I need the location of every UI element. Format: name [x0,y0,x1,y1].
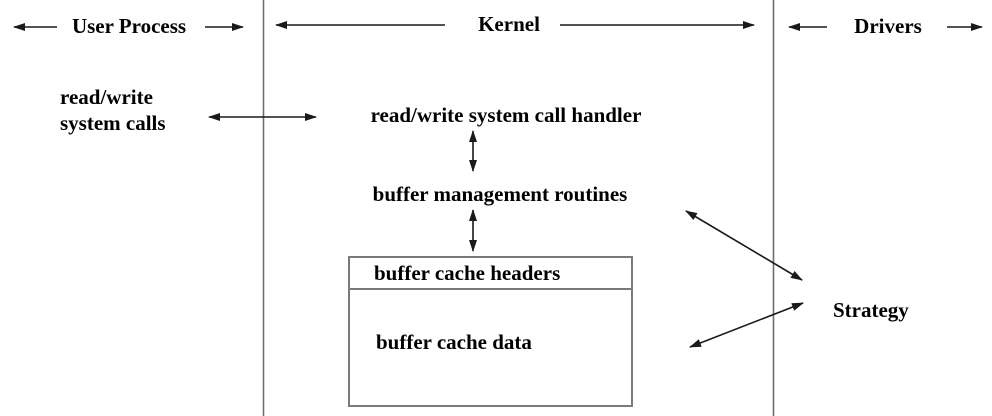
section-label-drivers: Drivers [854,14,922,38]
label-buffer-cache-headers: buffer cache headers [374,260,561,285]
arrow-routines-to-strategy-icon [685,210,803,281]
label-strategy: Strategy [833,298,909,322]
label-read-write-system-calls-line1: read/write [60,85,153,109]
section-label-kernel: Kernel [478,12,540,36]
label-syscall-handler: read/write system call handler [370,103,642,127]
buffer-cache-headers-compartment: buffer cache headers [350,258,631,290]
buffer-cache-data-compartment: buffer cache data [350,290,631,355]
buffer-cache-box: buffer cache headers buffer cache data [348,256,633,407]
label-buffer-management-routines: buffer management routines [372,182,628,206]
label-buffer-cache-data: buffer cache data [376,330,532,354]
arrow-strategy-to-cache-data-icon [689,302,804,348]
label-read-write-system-calls-line2: system calls [60,111,166,135]
label-read-write-system-calls: read/write system calls [60,84,166,136]
section-label-user-process: User Process [71,14,187,38]
